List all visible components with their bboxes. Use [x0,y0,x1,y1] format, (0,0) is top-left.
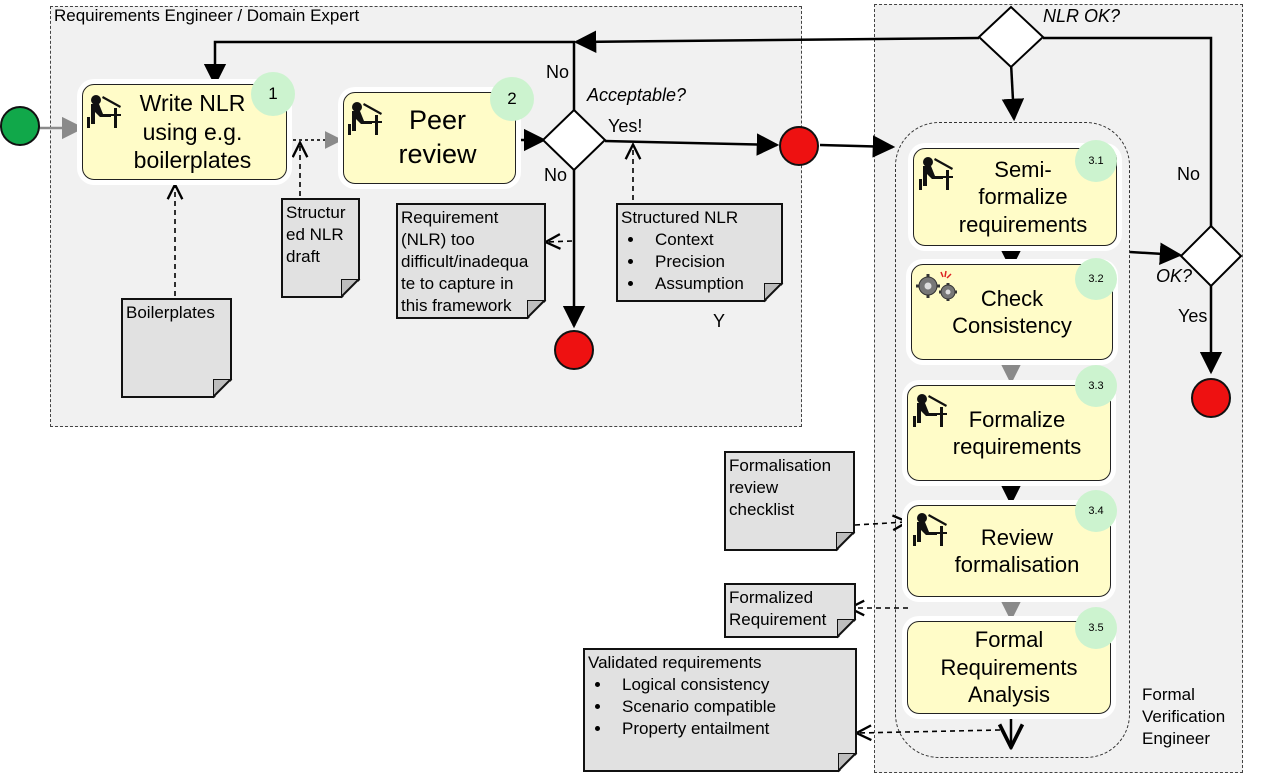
doc-structured-nlr: Structured NLR Context Precision Assumpt… [616,203,783,302]
gateway-nlr-ok-label: NLR OK? [1043,6,1121,26]
end-event-ok [1191,378,1231,418]
flow-gateway-no-loop [203,40,576,110]
flow-label-y: Y [713,311,726,331]
doc-validated-requirements-list: Logical consistency Scenario compatible … [588,674,852,740]
task-write-nlr-label: Write NLR using e.g. boilerplates [133,89,252,174]
doc-fold [213,379,233,399]
lane-formal-engineer-label: Formal Verification Engineer [1142,685,1226,749]
gateway-acceptable [541,108,607,172]
task-badge-3-4: 3.4 [1075,490,1117,532]
flow-sub-to-ok [1129,242,1183,266]
doc-list-item: Logical consistency [612,674,852,696]
lane-domain-expert-label: Requirements Engineer / Domain Expert [54,6,360,25]
end-event-rejected [554,330,594,370]
flow-ok-no-up [1043,36,1213,226]
person-at-desk-icon [87,95,121,128]
task-peer-review-label: Peer review [398,105,477,169]
task-badge-2: 2 [490,77,534,121]
gateway-acceptable-label: Acceptable? [587,85,687,105]
doc-too-difficult: Requirement (NLR) too difficult/inadequa… [396,203,546,319]
flow-event-to-formal [819,135,896,158]
doc-formalized-requirement: Formalized Requirement [724,583,856,638]
flow-nlr-ok-down [1001,62,1025,122]
flow-label-no-ok: No [1177,164,1201,184]
doc-validated-requirements-title: Validated requirements [588,653,762,672]
flow-label-no-bottom: No [544,165,568,185]
flow-nlr-ok-back [573,30,980,54]
gateway-nlr-ok [977,5,1045,69]
person-at-desk-icon [348,102,382,135]
task-review-formalisation-label: Review formalisation [954,524,1080,578]
assoc-too-difficult [547,241,573,242]
doc-review-checklist: Formalisation review checklist [724,451,855,551]
doc-structured-nlr-list: Context Precision Assumption [621,229,778,295]
task-badge-3-3: 3.3 [1075,365,1117,407]
doc-validated-requirements: Validated requirements Logical consisten… [583,648,857,772]
person-at-desk-icon [919,157,953,190]
doc-list-item: Context [645,229,778,251]
doc-list-item: Scenario compatible [612,696,852,718]
doc-formalized-requirement-title: Formalized Requirement [729,588,827,630]
task-badge-3-1: 3.1 [1075,140,1117,182]
doc-fold [838,753,858,773]
flow-label-no-top: No [546,62,570,82]
person-at-desk-icon [913,394,947,427]
intermediate-event [779,126,819,166]
task-formalize[interactable]: Formalize requirements [907,385,1111,481]
doc-fold [836,532,856,552]
task-formal-analysis[interactable]: Formal Requirements Analysis [907,621,1111,714]
doc-too-difficult-title: Requirement (NLR) too difficult/inadequa… [401,208,529,316]
assoc-checklist [854,522,906,525]
task-badge-3-2: 3.2 [1075,258,1117,300]
task-formal-analysis-label: Formal Requirements Analysis [940,627,1078,708]
doc-fold [837,619,857,639]
doc-list-item: Precision [645,251,778,273]
task-peer-review[interactable]: Peer review [343,92,516,184]
flow-label-yes-accept: Yes! [608,116,643,136]
assoc-validated [858,730,1001,733]
doc-structured-draft: Structur ed NLR draft [281,198,360,298]
doc-fold [341,279,361,299]
doc-structured-nlr-title: Structured NLR [621,208,739,227]
doc-structured-draft-title: Structur ed NLR draft [286,203,346,267]
gears-icon [916,270,957,301]
flow-label-yes-ok: Yes [1178,306,1208,326]
doc-list-item: Property entailment [612,718,852,740]
doc-fold [527,300,547,320]
start-event [0,106,40,146]
doc-boilerplates: Boilerplates [121,298,232,398]
task-badge-3-5: 3.5 [1075,607,1117,649]
task-semi-formalize-label: Semi- formalize requirements [958,156,1088,237]
doc-boilerplates-title: Boilerplates [126,303,215,322]
task-check-consistency-label: Check Consistency [952,285,1072,339]
doc-review-checklist-title: Formalisation review checklist [729,456,832,520]
gateway-ok [1179,224,1243,288]
gateway-ok-label: OK? [1156,266,1193,286]
doc-list-item: Assumption [645,273,778,295]
flow-gateway-yes [604,133,780,156]
task-badge-1: 1 [251,72,295,116]
person-at-desk-icon [913,513,947,546]
doc-fold [764,283,784,303]
task-formalize-label: Formalize requirements [952,406,1082,460]
formalisation-subprocess [895,122,1130,758]
